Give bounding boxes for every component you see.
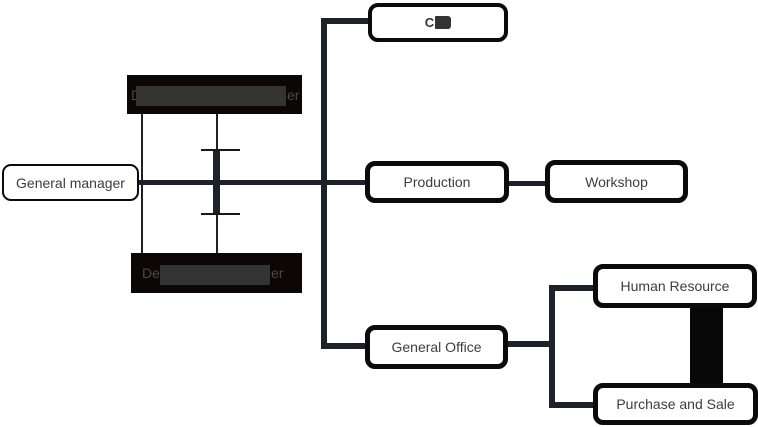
node-deputy-top-visible-suffix: er: [287, 86, 300, 103]
bar-symbol-lower-crossbar: [201, 213, 240, 215]
node-deputy-bottom-visible-suffix: er: [271, 265, 284, 281]
node-workshop-label: Workshop: [585, 173, 648, 190]
connector-trunk-to-top-box: [321, 18, 368, 24]
node-general-manager-label: General manager: [16, 174, 125, 191]
node-deputy-top-redacted[interactable]: D er: [127, 75, 302, 114]
node-general-office-label: General Office: [391, 339, 482, 355]
node-top-right-redacted[interactable]: C: [368, 3, 508, 42]
node-purchase-and-sale-label: Purchase and Sale: [616, 396, 735, 412]
node-deputy-bottom-visible-prefix: De: [142, 265, 160, 281]
connector-general-office-to-bracket: [508, 341, 550, 347]
redaction-blob: [435, 16, 452, 29]
node-production[interactable]: Production: [365, 161, 509, 203]
redaction-overlay: [136, 86, 286, 106]
connector-hr-to-purchase-thick-band: [690, 307, 723, 385]
node-human-resource[interactable]: Human Resource: [593, 264, 757, 308]
connector-deputy-center-top: [216, 114, 218, 151]
node-human-resource-label: Human Resource: [620, 278, 730, 294]
connector-deputy-center-thick-upper: [213, 151, 220, 182]
connector-bracket-to-purchase-sale: [549, 402, 593, 408]
connector-deputy-center-bottom: [216, 215, 218, 253]
connector-production-to-workshop: [509, 181, 545, 186]
connector-trunk-to-general-office: [321, 343, 365, 349]
node-top-right-visible-prefix: C: [424, 15, 435, 30]
node-production-label: Production: [403, 174, 471, 190]
connector-bracket-vertical: [549, 285, 555, 408]
bar-symbol-upper-crossbar: [201, 149, 240, 151]
node-deputy-bottom-redacted[interactable]: De er: [131, 253, 302, 293]
node-general-manager[interactable]: General manager: [2, 164, 139, 201]
node-purchase-and-sale[interactable]: Purchase and Sale: [593, 383, 758, 425]
redaction-overlay: [160, 265, 270, 285]
node-general-office[interactable]: General Office: [365, 325, 508, 369]
connector-bracket-to-human-resource: [549, 285, 593, 291]
connector-deputy-center-thick-lower: [213, 183, 220, 214]
connector-deputy-left-vertical: [141, 114, 143, 253]
connector-trunk-vertical: [321, 18, 327, 349]
node-workshop[interactable]: Workshop: [545, 160, 688, 203]
connector-main-horizontal: [139, 180, 365, 185]
